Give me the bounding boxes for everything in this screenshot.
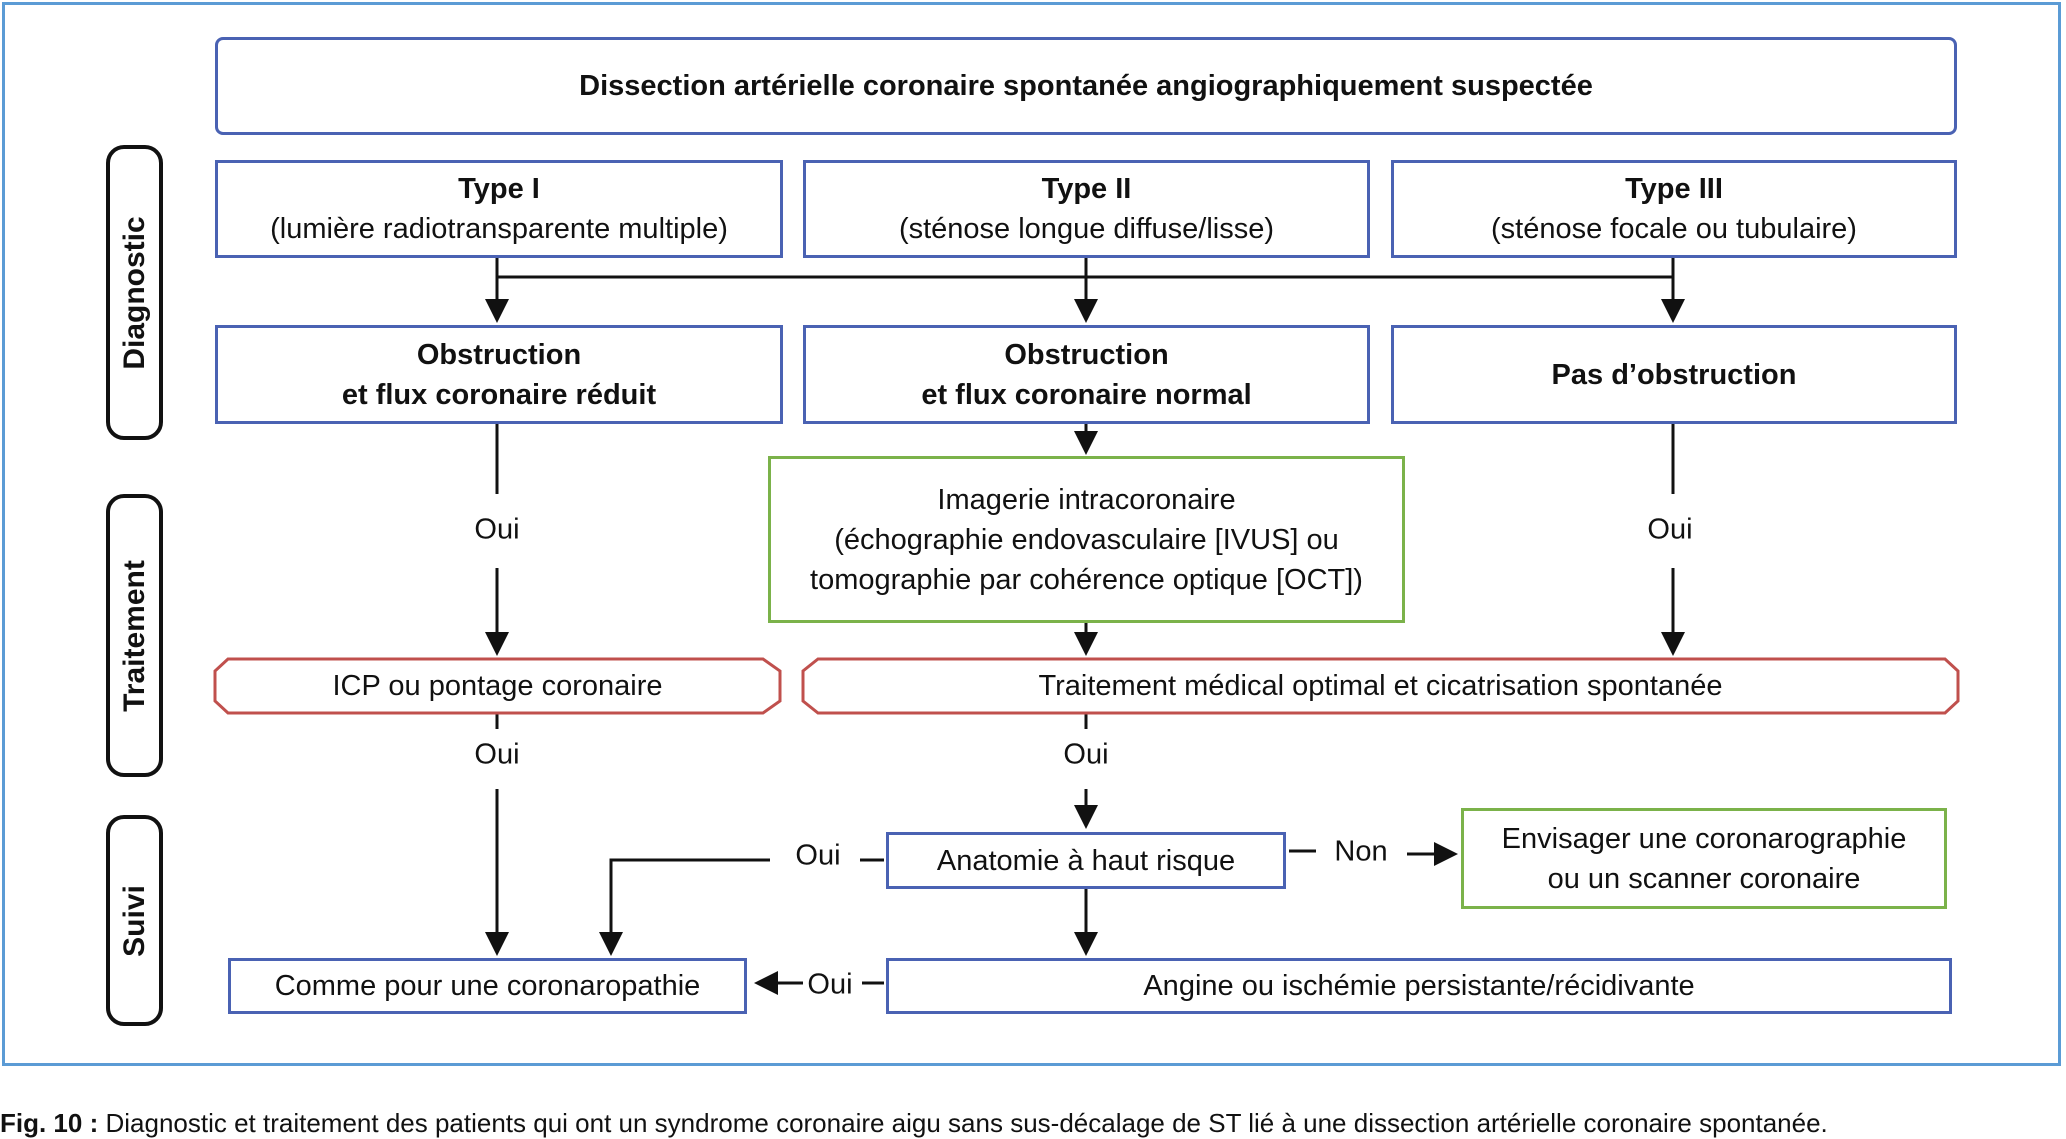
edge-label-oui-obs3: Oui [1643, 513, 1697, 547]
angina-box: Angine ou ischémie persistante/récidivan… [886, 958, 1952, 1014]
side-label-traitement: Traitement [106, 494, 163, 777]
type2-desc: (sténose longue diffuse/lisse) [898, 213, 1275, 245]
like-coronaropathy-box: Comme pour une coronaropathie [228, 958, 747, 1014]
edge-label-oui-icp: Oui [470, 738, 524, 772]
medical-box-shape [801, 657, 1960, 715]
caption-label: Fig. 10 : [0, 1108, 99, 1138]
type1-desc: (lumière radiotransparente multiple) [270, 213, 728, 245]
consider-imaging-box: Envisager une coronarographie ou un scan… [1461, 808, 1947, 909]
type3-desc: (sténose focale ou tubulaire) [1491, 213, 1857, 245]
obstruction-reduced-box: Obstruction et flux coronaire réduit [215, 325, 783, 424]
type2-name: Type II [1041, 173, 1132, 205]
edge-label-oui-angina: Oui [803, 968, 857, 1002]
edge-label-oui-anatomy: Oui [791, 839, 845, 873]
icp-box-shape [213, 657, 782, 715]
no-obstruction-box: Pas d’obstruction [1391, 325, 1957, 424]
high-risk-anatomy-box: Anatomie à haut risque [886, 832, 1286, 889]
obstruction-normal-box: Obstruction et flux coronaire normal [803, 325, 1370, 424]
type1-name: Type I [458, 173, 540, 205]
caption-text: Diagnostic et traitement des patients qu… [98, 1108, 1828, 1138]
imaging-box: Imagerie intracoronaire (échographie end… [768, 456, 1405, 623]
type3-name: Type III [1625, 173, 1723, 205]
type1-box: Type I (lumière radiotransparente multip… [215, 160, 783, 258]
title-box: Dissection artérielle coronaire spontané… [215, 37, 1957, 135]
side-label-suivi: Suivi [106, 815, 163, 1026]
type2-box: Type II (sténose longue diffuse/lisse) [803, 160, 1370, 258]
figure-caption: Fig. 10 : Diagnostic et traitement des p… [0, 1108, 1828, 1139]
figure-frame [2, 2, 2061, 1066]
edge-label-non-anatomy: Non [1330, 835, 1392, 869]
edge-label-oui-medical: Oui [1059, 738, 1113, 772]
type3-box: Type III (sténose focale ou tubulaire) [1391, 160, 1957, 258]
connector-anatomy-oui [599, 858, 770, 956]
edge-label-oui-obs1: Oui [470, 513, 524, 547]
side-label-diagnostic: Diagnostic [106, 145, 163, 440]
